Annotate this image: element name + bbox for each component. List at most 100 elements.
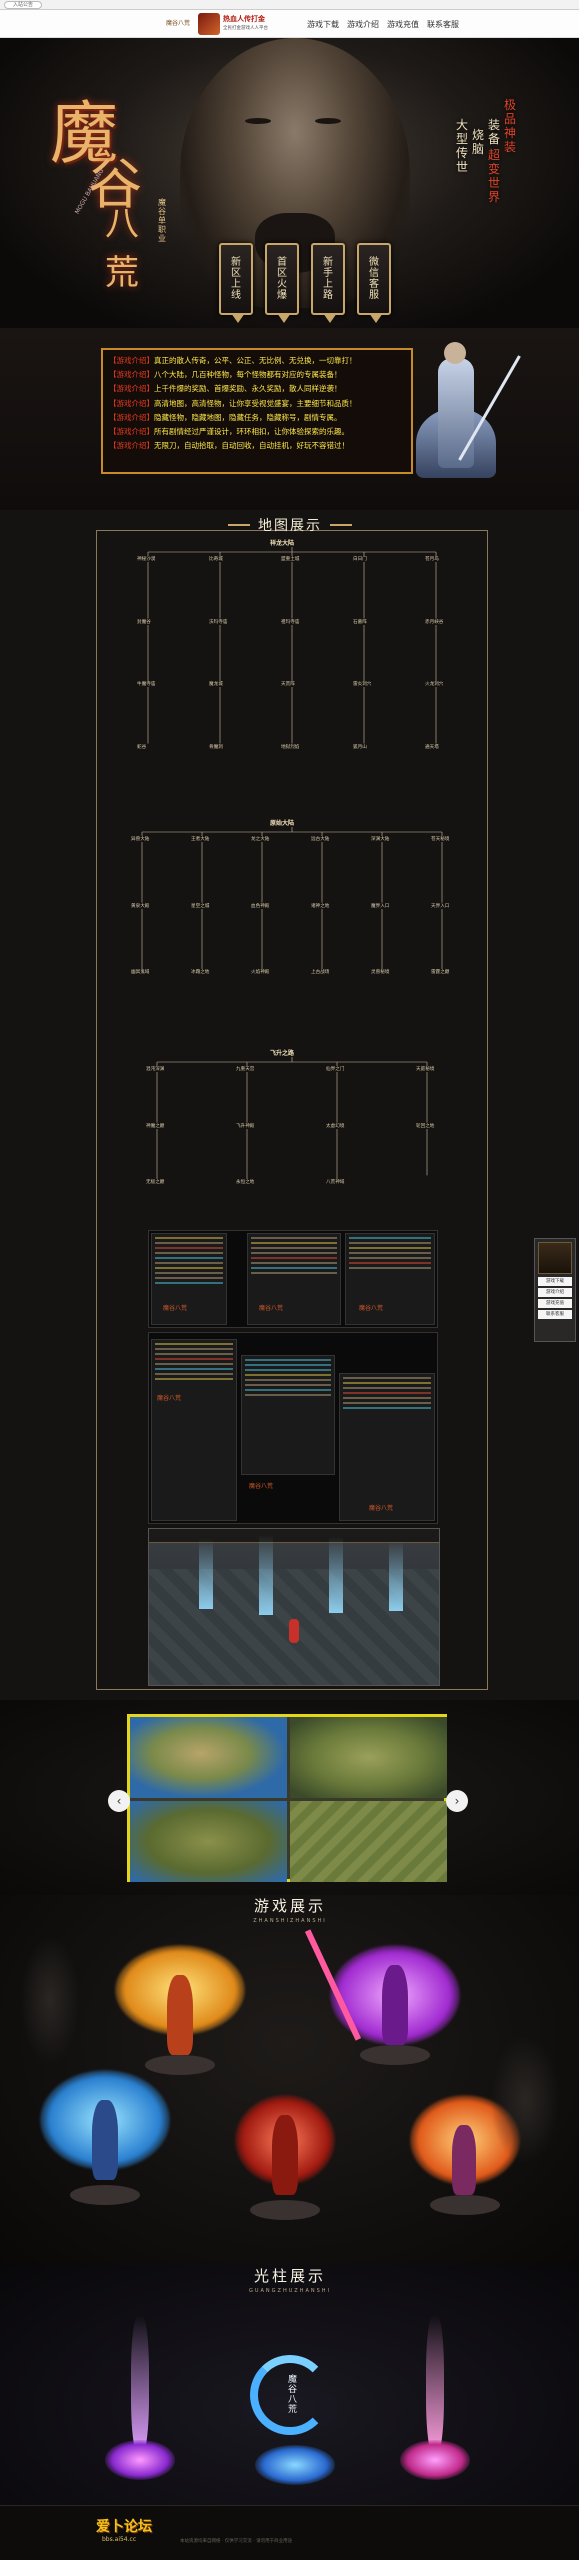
side-item-download[interactable]: 游戏下载 bbox=[538, 1277, 572, 1286]
section-title-text: 光柱展示 bbox=[253, 2267, 326, 2285]
stat-panel bbox=[345, 1233, 435, 1325]
character-gold-wings bbox=[115, 1945, 245, 2085]
map-region-label: 飞升之路 bbox=[268, 1048, 297, 1057]
map-node: 封魔谷 bbox=[136, 618, 152, 625]
plaque-first-server[interactable]: 首区火爆 bbox=[265, 243, 299, 323]
swordsman-art bbox=[410, 338, 521, 498]
map-node: 魔界入口 bbox=[370, 902, 391, 909]
section-subtitle: GUANGZHUZHANSHI bbox=[248, 2288, 332, 2294]
game-title-art: 魔 谷 八荒 魔谷单职业 MOGU BAHUANG bbox=[50, 78, 170, 293]
world-map-1[interactable] bbox=[130, 1717, 287, 1798]
pillar-purple bbox=[95, 2315, 185, 2495]
map-node: 异兽大陆 bbox=[130, 836, 151, 842]
plaque-label: 新区上线 bbox=[231, 257, 241, 301]
plaque-newbie[interactable]: 新手上路 bbox=[311, 243, 345, 323]
intro-key: 【游戏介绍】 bbox=[109, 441, 154, 451]
nav-recharge[interactable]: 游戏充值 bbox=[387, 19, 419, 29]
stat-panel bbox=[247, 1233, 341, 1325]
scene-hud bbox=[149, 1529, 439, 1543]
next-arrow-button[interactable]: › bbox=[446, 1790, 468, 1812]
pillar-base bbox=[400, 2440, 470, 2480]
tagline-col-3: 超变世界 bbox=[488, 148, 501, 204]
pillar-base bbox=[255, 2445, 335, 2485]
intro-value: 真正的散人传奇，公平、公正、无比例、无兑换，一切靠打！ bbox=[154, 356, 357, 365]
character-red-armor bbox=[225, 2085, 345, 2235]
screenshot-logo: 魔谷八荒 bbox=[249, 1483, 274, 1490]
pillar-show-section: 光柱展示 GUANGZHUZHANSHI 魔谷八荒 bbox=[0, 2265, 579, 2505]
pillar-moon: 魔谷八荒 bbox=[240, 2335, 350, 2505]
map-node: 轮回之地 bbox=[415, 1122, 436, 1129]
map-region-label: 原始大陆 bbox=[268, 818, 297, 827]
game-intro-section: 【游戏介绍】真正的散人传奇，公平、公正、无比例、无兑换，一切靠打！ 【游戏介绍】… bbox=[0, 328, 579, 510]
map-node: 石墓阵 bbox=[352, 618, 368, 625]
prev-arrow-button[interactable]: ‹ bbox=[108, 1790, 130, 1812]
pillar-beam bbox=[131, 2315, 149, 2455]
char-body bbox=[452, 2125, 476, 2195]
char-body bbox=[382, 1965, 408, 2045]
light-beam bbox=[329, 1537, 343, 1613]
map-node: 天荒阵 bbox=[280, 681, 296, 687]
logo-title: 热血人传打金 bbox=[223, 15, 265, 23]
intro-key: 【游戏介绍】 bbox=[109, 427, 154, 437]
intro-value: 所有剧情经过严谨设计，环环相扣，让你体验探索的乐趣。 bbox=[154, 427, 349, 437]
map-node: 狐月山 bbox=[352, 743, 368, 750]
stat-panel bbox=[151, 1339, 237, 1521]
intro-row: 【游戏介绍】真正的散人传奇，公平、公正、无比例、无兑换，一切靠打！ bbox=[109, 354, 405, 368]
section-title-text: 游戏展示 bbox=[253, 1897, 326, 1915]
hero-eyes bbox=[245, 118, 345, 128]
ornament bbox=[330, 524, 352, 526]
map-node: 苍月岛 bbox=[424, 556, 440, 562]
intro-value: 隐藏怪物，隐藏地图，隐藏任务，隐藏称号，剧情专属。 bbox=[154, 412, 342, 422]
pillar-emblem-text: 魔谷八荒 bbox=[288, 2375, 298, 2415]
version-label: 魔谷单职业 bbox=[158, 198, 166, 243]
char-platform bbox=[430, 2195, 500, 2215]
world-map-section bbox=[0, 1700, 579, 1895]
map-node: 幽冥鬼域 bbox=[130, 969, 151, 976]
nav-intro[interactable]: 游戏介绍 bbox=[347, 19, 379, 29]
map-node: 比奇城 bbox=[208, 556, 224, 562]
top-bar: 入站公告 bbox=[0, 0, 579, 10]
map-region-label: 祥龙大陆 bbox=[268, 538, 297, 547]
char-platform bbox=[360, 2045, 430, 2065]
footer-site[interactable]: bbs.ai54.cc bbox=[102, 2536, 137, 2543]
plaque-new-server[interactable]: 新区上线 bbox=[219, 243, 253, 323]
intro-key: 【游戏介绍】 bbox=[109, 384, 154, 394]
intro-key: 【游戏介绍】 bbox=[109, 356, 154, 365]
side-widget-logo[interactable] bbox=[538, 1242, 572, 1274]
hero-tagline: 极品神装 装备 超变世界 烧脑 大型传世 bbox=[456, 98, 522, 278]
light-beam bbox=[259, 1535, 273, 1615]
footer-logo[interactable]: 爱卜论坛 bbox=[96, 2519, 152, 2535]
plaque-wechat[interactable]: 微信客服 bbox=[357, 243, 391, 323]
map-node: 冰霜之地 bbox=[190, 969, 211, 976]
site-logo[interactable] bbox=[198, 13, 220, 35]
map-node: 骨魔洞 bbox=[208, 743, 224, 750]
world-map-3[interactable] bbox=[130, 1801, 287, 1882]
hero-banner: 魔 谷 八荒 魔谷单职业 MOGU BAHUANG 极品神装 装备 超变世界 烧… bbox=[0, 38, 579, 328]
side-item-intro[interactable]: 游戏介绍 bbox=[538, 1288, 572, 1297]
map-node: 蛇谷 bbox=[136, 743, 148, 750]
map-node: 黄泉大殿 bbox=[130, 902, 151, 909]
nav-support[interactable]: 联系客服 bbox=[427, 19, 459, 29]
logo-subtitle: 全民打金游戏人人平台 bbox=[223, 26, 268, 31]
side-widget: 游戏下载 游戏介绍 游戏充值 联系客服 bbox=[534, 1238, 576, 1342]
side-item-support[interactable]: 联系客服 bbox=[538, 1310, 572, 1319]
world-map-4[interactable] bbox=[290, 1801, 447, 1882]
notice-tag[interactable]: 入站公告 bbox=[4, 1, 42, 9]
character-blue-wings bbox=[40, 2070, 170, 2220]
world-map-2[interactable] bbox=[290, 1717, 447, 1798]
hero-plaques: 新区上线 首区火爆 新手上路 微信客服 bbox=[205, 243, 405, 333]
stat-panel bbox=[241, 1355, 335, 1475]
map-frame bbox=[96, 530, 488, 1690]
side-item-recharge[interactable]: 游戏充值 bbox=[538, 1299, 572, 1308]
intro-row: 【游戏介绍】隐藏怪物，隐藏地图，隐藏任务，隐藏称号，剧情专属。 bbox=[109, 411, 405, 425]
map-section-title: 地图展示 bbox=[210, 510, 370, 540]
nav-download[interactable]: 游戏下载 bbox=[307, 19, 339, 29]
map-node: 飞升神殿 bbox=[235, 1122, 256, 1129]
map-node: 魔龙城 bbox=[208, 681, 224, 687]
section-title-text: 地图展示 bbox=[258, 518, 322, 534]
stat-panel bbox=[339, 1373, 435, 1521]
intro-value: 八个大陆，几百种怪物，每个怪物都有对应的专属装备！ bbox=[154, 370, 342, 380]
screenshot-logo: 魔谷八荒 bbox=[163, 1305, 188, 1312]
map-tree-lines bbox=[141, 546, 443, 1180]
